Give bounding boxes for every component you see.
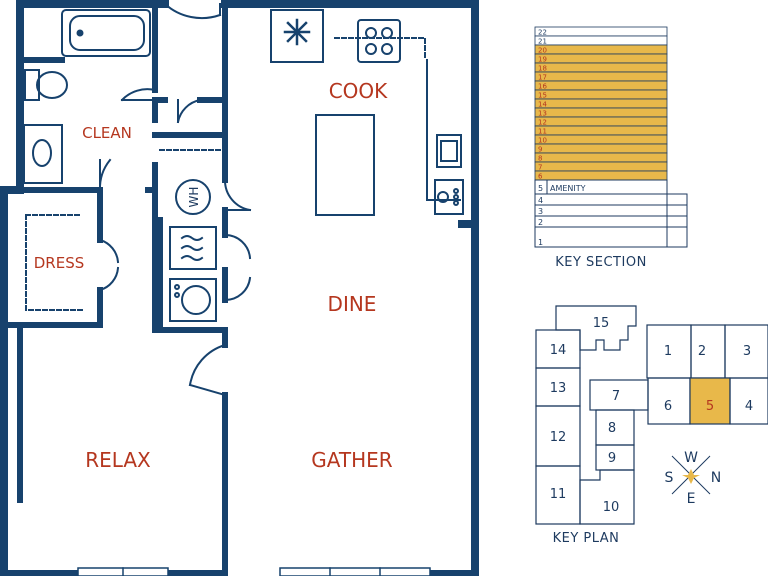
compass-south: S [665,470,674,486]
washer-icon [169,278,217,322]
key-plan-unit-11: 11 [550,487,567,502]
key-section-floor-row [534,125,668,136]
key-plan-unit-12: 12 [550,430,567,445]
key-section-floor-label: 10 [538,137,547,145]
key-section-floor-label: 14 [538,101,547,109]
key-plan-unit-6: 6 [664,399,672,414]
key-section-floor-label: 13 [538,110,547,118]
key-section-floor-row [534,71,668,82]
room-label-cook: COOK [329,79,388,103]
key-plan-unit-5: 5 [706,399,714,414]
key-section-floor-label: 11 [538,128,547,136]
key-section-floor-label: 6 [538,173,543,181]
key-section-floor-row [534,53,668,64]
key-plan-unit-7: 7 [612,389,620,404]
key-plan-unit-9: 9 [608,451,616,466]
key-section-floor-row [534,98,668,109]
room-label-relax: RELAX [85,448,151,472]
outer-walls [0,0,479,576]
room-label-dine: DINE [328,292,377,316]
key-plan-unit-8: 8 [608,421,616,436]
key-section-floor-label: 8 [538,155,542,163]
key-section-floor-row [534,170,668,181]
key-section-floor-row [534,116,668,127]
compass-north: N [711,470,721,486]
key-plan-unit-1: 1 [664,344,672,359]
key-section-floor-row [534,62,668,73]
key-section-floor-row [534,143,668,154]
sink-icon [23,124,63,184]
bottom-wall [4,567,476,576]
key-plan-unit-14: 14 [550,343,567,358]
key-section-floor-label: 18 [538,65,547,73]
key-section-floor-row [534,134,668,145]
room-label-clean: CLEAN [82,124,132,142]
key-plan-unit-4: 4 [745,399,753,414]
key-plan-unit-3: 3 [743,344,751,359]
key-plan: 1 2 3 4 5 6 7 8 9 10 11 12 13 14 15 KEY … [535,305,768,546]
key-section-floor-label: 15 [538,92,547,100]
kitchen [270,9,464,216]
key-section-floor-row [534,80,668,91]
key-section-floor-2: 2 [538,218,543,227]
water-heater-icon [175,179,211,215]
interior-walls [5,2,228,575]
key-section-caption: KEY SECTION [555,255,647,270]
kitchen-island [315,114,375,216]
key-plan-unit-2: 2 [698,344,706,359]
key-plan-unit-15: 15 [593,316,610,331]
key-section-floor-label: 7 [538,164,542,172]
dishwasher-icon [434,179,464,215]
key-section-floor-row [534,152,668,163]
key-section-floor-label: 22 [538,29,547,37]
bathroom-fixtures [23,9,151,184]
room-labels: COOK CLEAN DRESS DINE RELAX GATHER WH [34,79,393,472]
compass-west: W [684,450,698,466]
toilet-icon [24,69,68,101]
key-section-floor-4: 4 [538,196,543,205]
bathtub-icon [61,9,151,57]
key-plan-unit-10: 10 [603,500,620,515]
compass-east: E [687,491,696,507]
refrigerator-icon [270,9,324,63]
key-plan-units: 1 2 3 4 5 6 7 8 9 10 11 12 13 14 15 [550,316,753,515]
kitchen-sink-icon [436,134,462,168]
room-label-gather: GATHER [311,448,393,472]
key-plan-unit-13: 13 [550,381,567,396]
cooktop-icon [357,19,401,63]
key-section-floor-label: 9 [538,146,542,154]
compass-icon: W S N E [665,450,722,507]
key-section-floor-1: 1 [538,238,543,247]
key-section-floor-row [534,161,668,172]
key-section-floor-label: 16 [538,83,547,91]
key-section-floor-label: 12 [538,119,547,127]
key-section-floor-5: 5 [538,184,543,193]
utility [169,179,217,322]
key-plan-outline [535,305,768,525]
key-section-floor-row [534,26,668,37]
key-section-floor-3: 3 [538,207,543,216]
key-section-floor-label: 20 [538,47,547,55]
key-section-lower [534,179,688,248]
key-section-floor-label: 19 [538,56,547,64]
key-section-floor-row [534,35,668,46]
key-section-floor-label: 17 [538,74,547,82]
key-section-floor-row [534,107,668,118]
key-section-amenity: AMENITY [550,184,586,193]
key-section-floor-label: 21 [538,38,547,46]
room-label-dress: DRESS [34,254,85,272]
key-section-floor-row [534,44,668,55]
floor-plan: COOK CLEAN DRESS DINE RELAX GATHER WH [0,0,479,576]
microwave-icon [169,226,217,270]
doors [98,2,252,397]
key-plan-caption: KEY PLAN [553,531,620,546]
closet-shelves [25,37,426,311]
counter-outline [426,59,461,201]
water-heater-label: WH [187,187,201,208]
key-section-floor-row [534,89,668,100]
